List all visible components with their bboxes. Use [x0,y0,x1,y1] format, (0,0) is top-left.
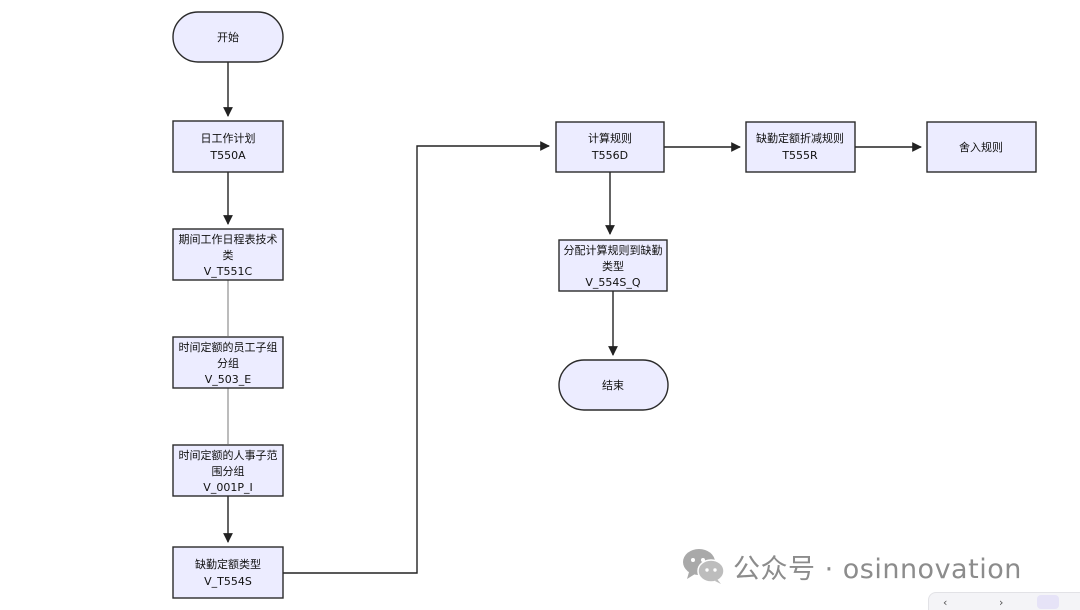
watermark-text: 公众号 · osinnovation [733,553,1022,585]
node-end: 结束 [558,359,669,411]
node-v554sq-line-1: 分配计算规则到缺勤 [564,243,663,257]
wechat-icon [683,549,725,584]
node-t555r-line-1: 缺勤定额折减规则 [756,131,844,145]
node-t554s-line-2: V_T554S [204,575,252,588]
svg-text:V_T551C: V_T551C [204,265,253,278]
svg-text:V_503_E: V_503_E [205,373,252,386]
svg-text:V_001P_I: V_001P_I [203,481,252,494]
node-rounding: 舍入规则 [926,121,1037,173]
svg-text:时间定额的人事子范: 时间定额的人事子范 [179,448,278,462]
bottom-toolbar: ‹ › [928,592,1080,610]
svg-text:缺勤定额类型: 缺勤定额类型 [195,557,261,571]
svg-text:围分组: 围分组 [212,464,245,478]
node-t556d: 计算规则 T556D [555,121,665,173]
svg-text:分组: 分组 [217,356,239,370]
svg-text:结束: 结束 [602,379,624,392]
svg-text:类: 类 [223,248,234,262]
node-t551c: 期间工作日程表技术 类 V_T551C [172,228,284,281]
node-v503e: 时间定额的员工子组 分组 V_503_E [172,336,284,389]
node-t556d-line-2: T556D [591,149,628,162]
svg-text:时间定额的员工子组: 时间定额的员工子组 [179,340,278,354]
svg-text:T555R: T555R [781,149,818,162]
node-v503e-line-2: 分组 [217,356,239,370]
prev-arrow-icon[interactable]: ‹ [943,596,948,609]
node-v503e-line-3: V_503_E [205,373,252,386]
node-v001pi: 时间定额的人事子范 围分组 V_001P_I [172,444,284,497]
node-start-label: 开始 [217,30,239,44]
svg-text:V_T554S: V_T554S [204,575,252,588]
node-t550a-line-1: 日工作计划 [201,132,256,145]
node-t556d-line-1: 计算规则 [588,131,632,145]
node-t554s: 缺勤定额类型 V_T554S [172,546,284,599]
svg-text:计算规则: 计算规则 [588,131,632,145]
svg-text:分配计算规则到缺勤: 分配计算规则到缺勤 [564,243,663,257]
node-v503e-line-1: 时间定额的员工子组 [179,340,278,354]
node-rounding-label: 舍入规则 [959,140,1003,154]
svg-text:V_554S_Q: V_554S_Q [585,276,641,289]
svg-text:日工作计划: 日工作计划 [201,132,256,145]
node-t551c-line-1: 期间工作日程表技术 [179,232,278,246]
node-v554sq: 分配计算规则到缺勤 类型 V_554S_Q [558,239,668,292]
node-t550a-line-2: T550A [209,149,246,162]
node-v554sq-line-2: 类型 [602,259,624,273]
node-t555r-line-2: T555R [781,149,818,162]
svg-text:T550A: T550A [209,149,246,162]
node-t550a: 日工作计划 T550A [172,120,284,173]
node-v001pi-line-1: 时间定额的人事子范 [179,448,278,462]
edge-t554s-to-t556d [283,141,550,574]
node-t551c-line-2: 类 [223,248,234,262]
node-t551c-line-3: V_T551C [204,265,253,278]
watermark: 公众号 · osinnovation [681,544,1022,588]
svg-text:类型: 类型 [602,259,624,273]
svg-text:舍入规则: 舍入规则 [959,140,1003,154]
svg-text:期间工作日程表技术: 期间工作日程表技术 [179,232,278,246]
node-start: 开始 [172,11,284,63]
svg-text:T556D: T556D [591,149,628,162]
edges [223,62,922,574]
node-t554s-line-1: 缺勤定额类型 [195,557,261,571]
node-end-label: 结束 [602,379,624,392]
node-v001pi-line-3: V_001P_I [203,481,252,494]
svg-text:开始: 开始 [217,30,239,44]
pointer-tool-icon[interactable] [1037,595,1059,609]
node-v001pi-line-2: 围分组 [212,464,245,478]
node-v554sq-line-3: V_554S_Q [585,276,641,289]
next-arrow-icon[interactable]: › [999,596,1004,609]
svg-text:缺勤定额折减规则: 缺勤定额折减规则 [756,131,844,145]
node-t555r: 缺勤定额折减规则 T555R [745,121,856,173]
